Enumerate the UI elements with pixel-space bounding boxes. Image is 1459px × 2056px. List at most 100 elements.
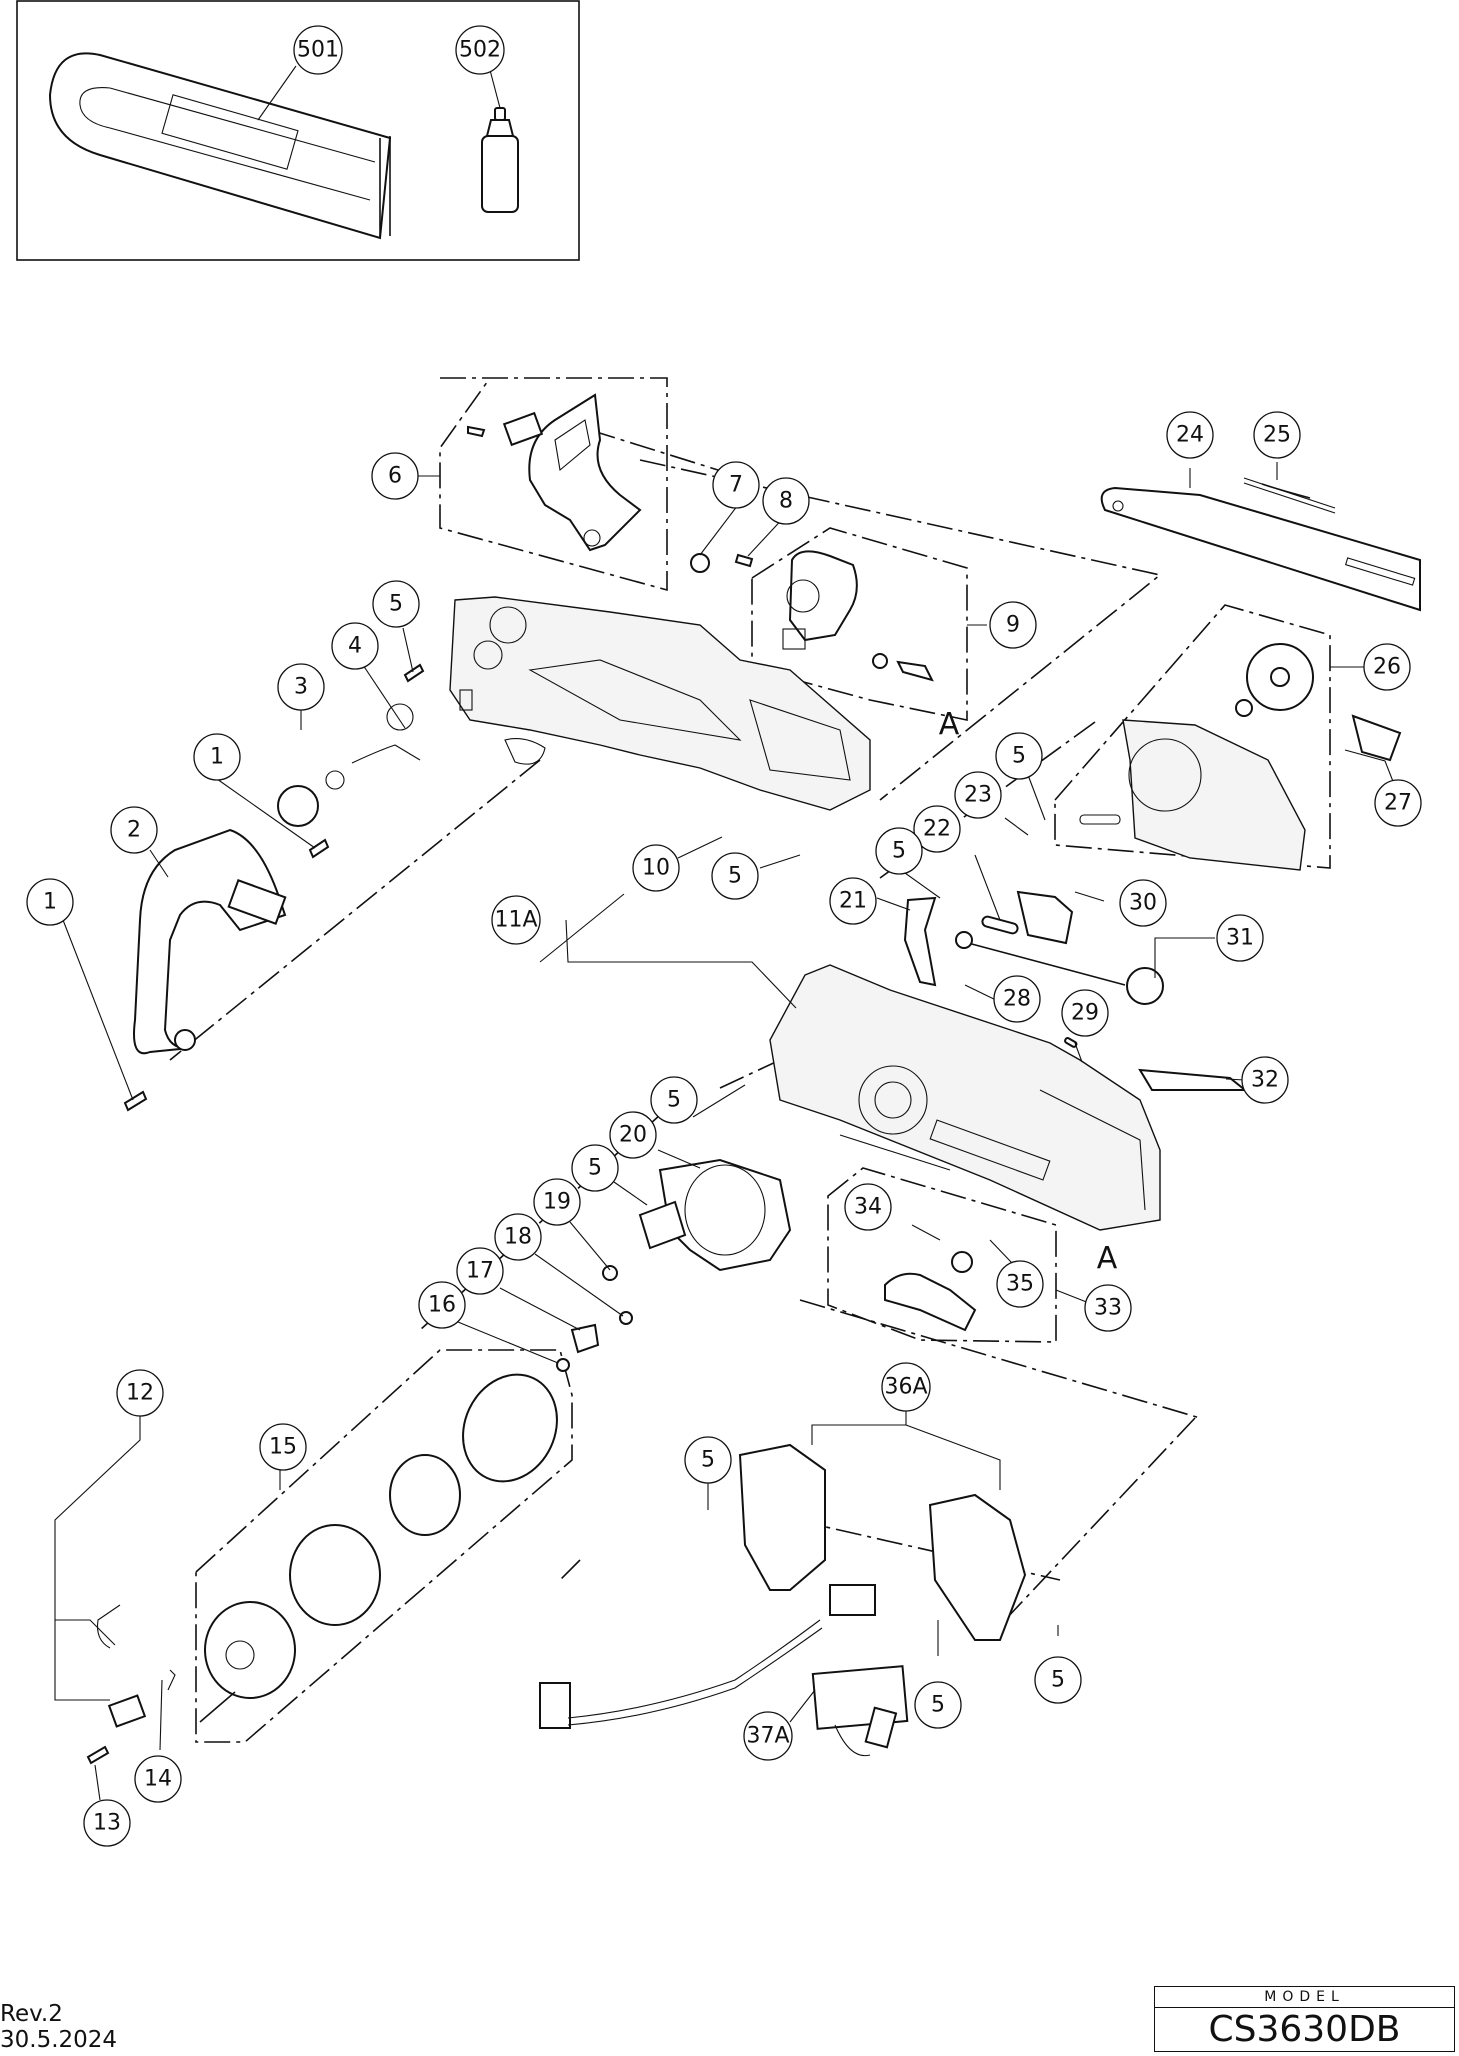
accessories-frame xyxy=(16,0,580,261)
leader-lines xyxy=(54,462,1395,1801)
callout-number: 2 xyxy=(127,818,141,843)
callout-brake-lever: 21 xyxy=(829,877,877,925)
callout-drive-sprocket: 17 xyxy=(456,1247,504,1295)
callout-cord-clamp: 19 xyxy=(533,1178,581,1226)
callout-circle xyxy=(26,878,74,926)
model-title-block: MODEL CS3630DB xyxy=(1154,1986,1455,2052)
callout-circle xyxy=(1363,643,1411,691)
callout-number: 501 xyxy=(297,38,339,63)
reference-letter-a-top: A xyxy=(939,707,960,742)
callout-brush-holder-assembly: 12 xyxy=(116,1369,164,1417)
callout-screw: 5 xyxy=(995,732,1043,780)
callout-number: 13 xyxy=(93,1811,121,1836)
callout-number: 16 xyxy=(428,1293,456,1318)
callout-circle xyxy=(1253,411,1301,459)
callout-circle xyxy=(455,25,505,75)
callout-front-handle: 2 xyxy=(110,806,158,854)
callout-number: 1 xyxy=(210,745,224,770)
callout-circle xyxy=(83,1799,131,1847)
callout-label: 27 xyxy=(1374,779,1422,827)
callout-o-ring: 4 xyxy=(331,622,379,670)
callout-number: 36A xyxy=(884,1375,927,1400)
callout-number: 32 xyxy=(1251,1068,1279,1093)
callout-circle xyxy=(993,975,1041,1023)
callout-screw: 13 xyxy=(83,1799,131,1847)
callout-circle xyxy=(277,663,325,711)
callout-circle xyxy=(914,1681,962,1729)
callout-oil-bottle: 502 xyxy=(455,25,505,75)
callout-circle xyxy=(491,895,541,945)
callout-number: 27 xyxy=(1384,791,1412,816)
callout-circle xyxy=(134,1755,182,1803)
callout-number: 5 xyxy=(1051,1668,1065,1693)
assembly-outline-6 xyxy=(439,377,668,592)
callout-number: 3 xyxy=(294,675,308,700)
bar-cover-drawing xyxy=(48,52,392,240)
callout-lock-off-lever-assembly: 33 xyxy=(1084,1284,1132,1332)
callout-bar-cover: 501 xyxy=(293,25,343,75)
callout-number: 23 xyxy=(964,783,992,808)
handguard-drawing xyxy=(467,393,642,552)
callout-number: 26 xyxy=(1373,655,1401,680)
callout-number: 5 xyxy=(389,592,403,617)
oil-bottle-drawing xyxy=(481,107,519,213)
callout-circle xyxy=(762,477,810,525)
callout-circle xyxy=(418,1281,466,1329)
callout-circle xyxy=(743,1711,793,1761)
assembly-outline-15 xyxy=(195,1349,573,1743)
callout-screw: 5 xyxy=(914,1681,962,1729)
callout-pin: 29 xyxy=(1061,989,1109,1037)
callout-number: 14 xyxy=(144,1767,172,1792)
callout-circle xyxy=(110,806,158,854)
model-label: MODEL xyxy=(1155,1987,1454,2008)
revision-date: 30.5.2024 xyxy=(0,2027,118,2053)
callout-screw: 1 xyxy=(26,878,74,926)
oil-tank-drawing xyxy=(782,550,934,682)
callout-number: 10 xyxy=(642,856,670,881)
callout-circle xyxy=(609,1111,657,1159)
callout-number: 31 xyxy=(1226,926,1254,951)
housing-lower-drawing xyxy=(769,964,1161,1231)
callout-number: 15 xyxy=(269,1435,297,1460)
callout-number: 5 xyxy=(892,839,906,864)
callout-circle xyxy=(954,771,1002,819)
callout-number: 7 xyxy=(729,473,743,498)
callout-name-plate: 32 xyxy=(1241,1056,1289,1104)
callout-circle xyxy=(456,1247,504,1295)
callout-circle xyxy=(116,1369,164,1417)
callout-number: 9 xyxy=(1006,613,1020,638)
callout-chain-brake-handguard-assembly: 6 xyxy=(371,452,419,500)
callout-number: 37A xyxy=(746,1724,789,1749)
callout-switch-holder-set: 36A xyxy=(881,1362,931,1412)
callout-number: 1 xyxy=(43,890,57,915)
callout-circle xyxy=(650,1076,698,1124)
callout-circle xyxy=(684,1436,732,1484)
callout-brake-latch: 7 xyxy=(712,461,760,509)
callout-washer: 16 xyxy=(418,1281,466,1329)
callout-circle xyxy=(995,732,1043,780)
callout-number: 5 xyxy=(931,1693,945,1718)
callout-retaining-ring: 18 xyxy=(494,1213,542,1261)
callout-number: 30 xyxy=(1129,891,1157,916)
callout-number: 34 xyxy=(854,1195,882,1220)
callout-circle xyxy=(1084,1284,1132,1332)
callout-number: 5 xyxy=(701,1448,715,1473)
assembly-outline-26 xyxy=(1054,604,1331,869)
callout-bar-guide: 22 xyxy=(913,805,961,853)
front-handle-drawing xyxy=(133,828,287,1055)
callout-circle xyxy=(533,1178,581,1226)
callout-circle xyxy=(1216,914,1264,962)
callout-number: 5 xyxy=(1012,744,1026,769)
callout-number: 17 xyxy=(466,1259,494,1284)
callout-number: 29 xyxy=(1071,1001,1099,1026)
callout-number: 11A xyxy=(494,908,537,933)
callout-guide-bar: 24 xyxy=(1166,411,1214,459)
motor-housing-drawing xyxy=(638,1158,792,1272)
callout-circle xyxy=(1374,779,1422,827)
callout-circle xyxy=(331,622,379,670)
callout-bolt: 28 xyxy=(993,975,1041,1023)
callout-number: 5 xyxy=(728,864,742,889)
callout-controller: 37A xyxy=(743,1711,793,1761)
callout-oil-tank-assembly: 9 xyxy=(989,601,1037,649)
